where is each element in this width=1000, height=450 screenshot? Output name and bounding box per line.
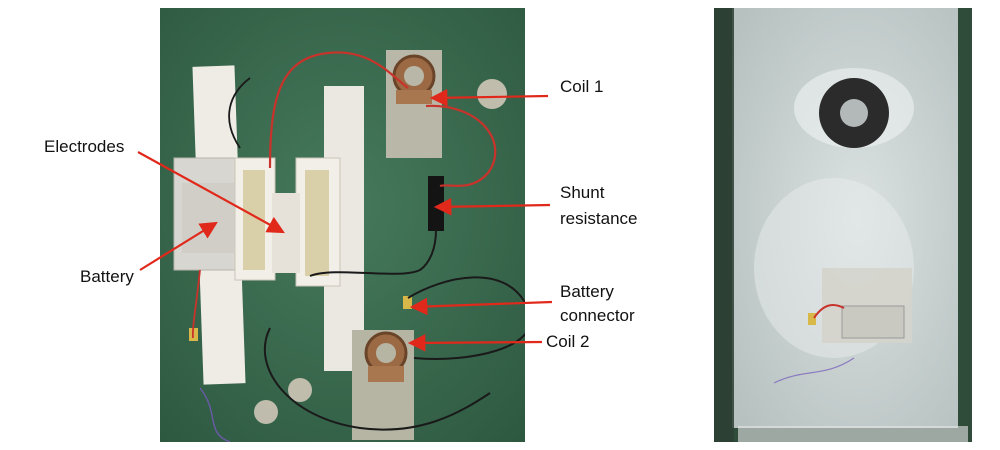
label-connector-line1: Battery (560, 282, 614, 301)
shunt-resistor (428, 176, 444, 231)
label-coil2: Coil 2 (546, 332, 590, 351)
label-shunt-line1: Shunt (560, 183, 605, 202)
label-battery: Battery (80, 267, 134, 286)
prototype-photo-drawing (160, 8, 525, 442)
fog-chamber-drawing (714, 8, 972, 442)
label-electrodes: Electrodes (44, 137, 125, 156)
label-shunt-line2: resistance (560, 209, 638, 228)
label-connector-line2: connector (560, 306, 635, 325)
battery-connector-plug (403, 296, 412, 309)
prototype-photo (160, 8, 525, 442)
submerged-battery (841, 305, 905, 339)
fog-chamber-photo (714, 8, 972, 442)
label-coil1: Coil 1 (560, 77, 604, 96)
